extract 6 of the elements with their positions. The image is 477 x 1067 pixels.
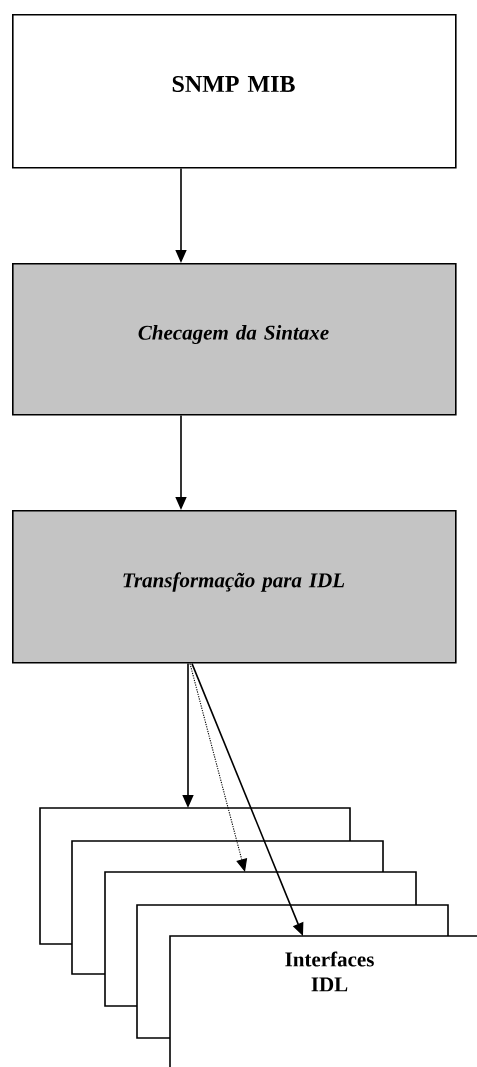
document-stack: Interfaces IDL xyxy=(39,807,477,1067)
process-box: Checagem da Sintaxe xyxy=(12,263,457,416)
arrow xyxy=(189,663,248,872)
process-box: Transformação para IDL xyxy=(12,510,457,664)
node-label: Interfaces IDL xyxy=(285,951,374,992)
process-box: SNMP MIB xyxy=(12,14,457,169)
